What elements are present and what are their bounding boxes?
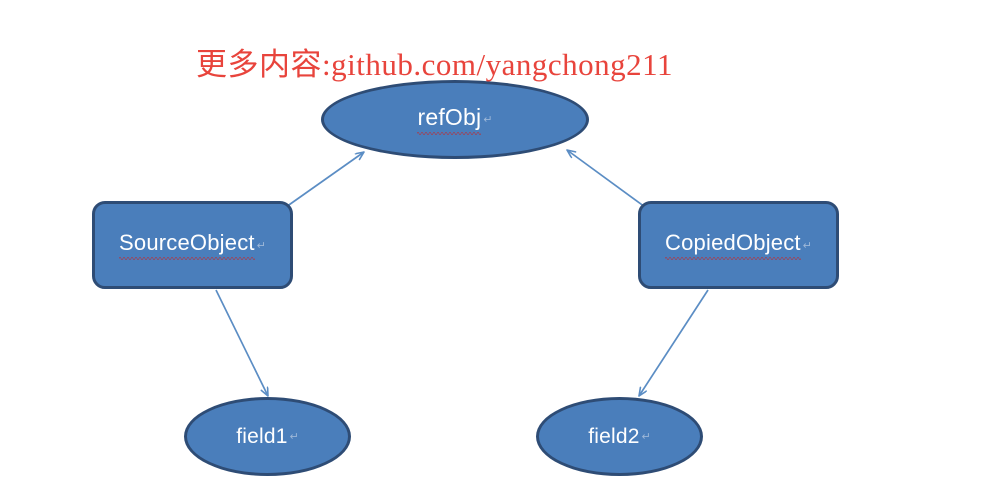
node-sourceobject-label: SourceObject (119, 230, 255, 260)
node-refobj[interactable]: refObj ↵ (321, 80, 589, 159)
node-field1[interactable]: field1 ↵ (184, 397, 351, 476)
node-field1-label: field1 (236, 424, 288, 448)
edge-sourceobject-to-refobj (285, 152, 364, 208)
paragraph-mark-icon: ↵ (802, 239, 812, 252)
watermark-text: 更多内容:github.com/yangchong211 (196, 47, 673, 82)
edge-copiedobject-to-refobj (567, 150, 646, 208)
paragraph-mark-icon: ↵ (641, 431, 651, 443)
node-copiedobject-label: CopiedObject (665, 230, 801, 260)
node-field2[interactable]: field2 ↵ (536, 397, 703, 476)
node-sourceobject[interactable]: SourceObject ↵ (92, 201, 293, 289)
node-field2-label: field2 (588, 424, 640, 448)
edge-copiedobject-to-field2 (639, 289, 709, 396)
paragraph-mark-icon: ↵ (483, 114, 493, 126)
node-refobj-label: refObj (417, 104, 482, 135)
paragraph-mark-icon: ↵ (289, 431, 299, 443)
edge-sourceobject-to-field1 (215, 289, 268, 396)
node-copiedobject[interactable]: CopiedObject ↵ (638, 201, 839, 289)
paragraph-mark-icon: ↵ (256, 239, 266, 252)
